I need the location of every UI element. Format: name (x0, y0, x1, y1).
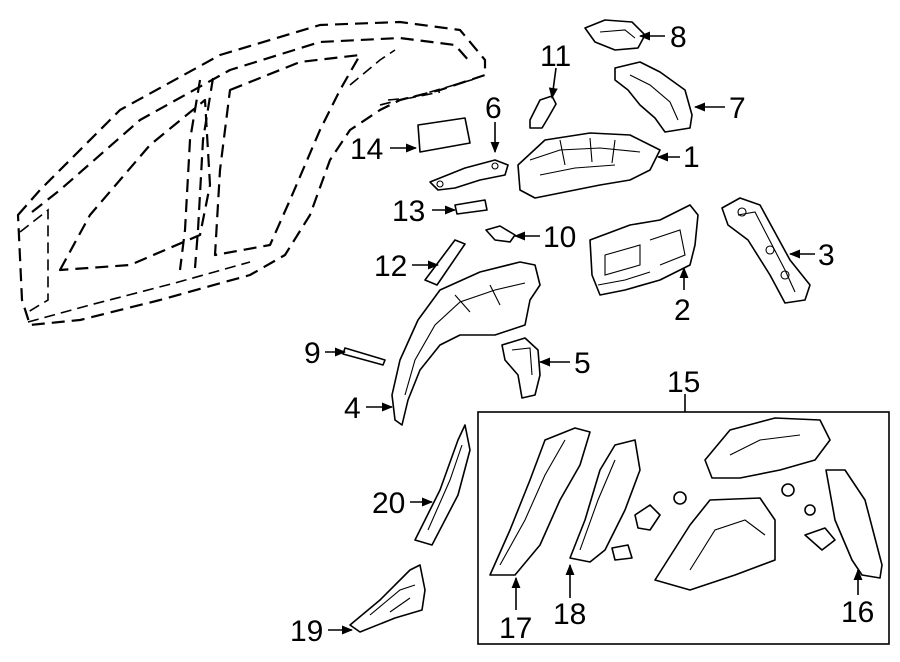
callout-12: 12 (374, 250, 407, 283)
callout-17: 17 (499, 612, 532, 645)
assembly-pillar-right (825, 469, 883, 579)
callout-18: 18 (553, 598, 586, 631)
part-2-wheelhouse-panel (589, 204, 699, 296)
part-12-strip (424, 239, 466, 286)
part-19-corner-reinforcement (349, 564, 426, 633)
callout-7: 7 (729, 92, 746, 125)
part-10-small-bracket (485, 225, 516, 243)
callout-10: 10 (543, 221, 576, 254)
callout-3: 3 (818, 239, 835, 272)
callout-13: 13 (392, 195, 425, 228)
callout-15: 15 (667, 366, 700, 399)
callout-9: 9 (304, 337, 321, 370)
body-side-phantom-outline (16, 20, 487, 327)
part-11-bracket (529, 95, 557, 129)
assembly-wheelhouse (654, 497, 776, 591)
callout-8: 8 (670, 21, 687, 54)
callout-4: 4 (344, 392, 361, 425)
assembly-fastener-c (804, 504, 816, 516)
part-7-upper-extension (614, 61, 693, 133)
part-5-bracket (501, 337, 541, 399)
part-6-latch-bracket (429, 159, 509, 191)
part-20-pillar-strip (414, 424, 471, 546)
part-3-pillar-reinforcement (721, 197, 811, 304)
assembly-bracket-a (634, 504, 661, 531)
callout-16: 16 (841, 596, 874, 629)
assembly-clip-a (611, 544, 633, 561)
callout-2: 2 (674, 294, 691, 327)
callout-19: 19 (290, 615, 323, 648)
assembly-tray (704, 417, 831, 479)
assembly-15-box (477, 411, 890, 645)
leader-lines (325, 31, 863, 635)
callout-11: 11 (540, 40, 571, 73)
part-13-pad (454, 199, 488, 215)
part-9-seal-strip (342, 347, 386, 366)
part-1-quarter-inner-panel (517, 132, 661, 199)
part-4-quarter-inner-lower (391, 261, 541, 426)
part-14-flat-panel (417, 117, 471, 153)
assembly-bracket-b (804, 527, 836, 551)
callout-20: 20 (372, 487, 405, 520)
assembly-fastener-b (781, 483, 795, 497)
callout-1: 1 (683, 141, 700, 174)
callout-6: 6 (485, 92, 502, 125)
callout-labels: 1 2 3 4 5 6 7 8 9 10 11 12 13 14 15 16 1… (290, 21, 874, 648)
callout-5: 5 (574, 347, 591, 380)
part-17-inner-pillar (489, 427, 591, 576)
part-18-pillar (569, 439, 641, 563)
assembly-fastener-a (673, 491, 687, 505)
part-8-top-panel (584, 19, 646, 51)
callout-14: 14 (350, 133, 383, 166)
